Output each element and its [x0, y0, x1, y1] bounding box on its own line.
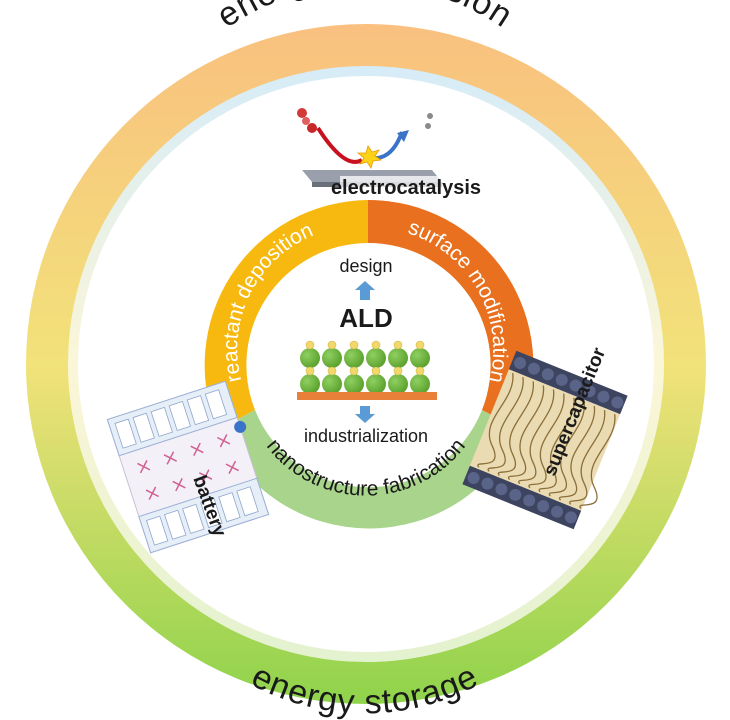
battery-ion-mark: [216, 434, 231, 448]
ald-sphere: [366, 348, 386, 368]
supercapacitor-fiber: [548, 401, 585, 497]
segment-reactant-deposition: [204, 200, 368, 430]
supercapacitor-bead: [611, 396, 624, 409]
supercapacitor-fibers: [477, 372, 616, 509]
segment-surface-modification: [368, 199, 534, 430]
ald-precursor-dot: [415, 366, 425, 376]
supercapacitor-fiber: [507, 385, 544, 481]
battery-cell: [145, 515, 169, 546]
spark-icon: [356, 145, 383, 169]
supercapacitor-bead: [541, 368, 554, 381]
supercapacitor-bead: [481, 477, 494, 490]
battery-cell: [182, 503, 205, 534]
ald-sphere: [410, 348, 430, 368]
battery-cell: [200, 498, 223, 529]
supercapacitor-bead: [527, 362, 540, 375]
supercapacitor-bead: [495, 483, 508, 496]
battery-ion-mark: [190, 442, 204, 456]
ald-sphere: [388, 348, 408, 368]
ald-sphere: [344, 348, 364, 368]
battery-ion-mark: [199, 469, 213, 483]
up-arrow-icon: [355, 281, 375, 300]
ald-sphere: [322, 348, 342, 368]
reaction-arrow-in-icon: [316, 126, 364, 164]
supercapacitor-bead: [564, 511, 577, 524]
battery-ion-mark: [225, 460, 239, 474]
ald-precursor-dot: [393, 340, 403, 350]
reactant-molecule-icon: [297, 108, 307, 118]
battery-cell: [186, 395, 210, 426]
battery-ion-marks: [137, 434, 239, 500]
supercapacitor-bead: [514, 357, 527, 370]
battery-cell-grid: [114, 389, 259, 546]
ald-precursor-dot: [393, 366, 403, 376]
supercapacitor-bead: [509, 488, 522, 501]
electrocatalysis-illustration: electrocatalysis: [297, 108, 481, 200]
center-panel: design ALD industrialization: [297, 256, 437, 446]
ald-precursor-dot: [349, 366, 359, 376]
ald-precursor-dot: [371, 340, 381, 350]
supercapacitor-illustration: [462, 350, 628, 530]
product-molecule-icon: [427, 113, 433, 119]
supercapacitor-bead: [523, 494, 536, 507]
battery-ion-mark: [137, 460, 151, 474]
supercapacitor-bead: [597, 390, 610, 403]
supercapacitor-electrode-beads: [467, 357, 624, 524]
supercapacitor-fiber: [569, 410, 606, 505]
ald-sphere: [300, 348, 320, 368]
design-caption: design: [339, 256, 392, 276]
battery-ion-mark: [172, 478, 186, 492]
battery-cell: [150, 406, 173, 437]
supercapacitor-bead: [555, 373, 568, 386]
battery-cell: [218, 492, 241, 523]
ald-layers-illustration: [300, 340, 430, 394]
substrate-bar: [297, 392, 437, 400]
battery-cell: [164, 509, 187, 540]
supercapacitor-fiber: [579, 414, 616, 509]
ald-sphere: [322, 374, 342, 394]
battery-terminal-icon: [234, 420, 247, 433]
down-arrow-icon: [355, 406, 375, 423]
battery-cell: [132, 412, 155, 443]
ald-sphere: [366, 374, 386, 394]
battery-cell: [114, 418, 137, 449]
ald-sphere: [344, 374, 364, 394]
supercapacitor-bead: [537, 500, 550, 513]
battery-ion-mark: [145, 486, 160, 500]
ald-precursor-dot: [305, 366, 315, 376]
segment-nanostructure-fabrication: [218, 410, 520, 529]
supercapacitor-fiber: [497, 381, 534, 476]
supercapacitor-fiber: [487, 377, 524, 472]
ald-precursor-dot: [305, 340, 315, 350]
supercapacitor-fiber: [477, 372, 514, 468]
ald-title: ALD: [339, 303, 392, 333]
battery-illustration: [106, 380, 270, 554]
ald-precursor-dot: [415, 340, 425, 350]
electrocatalysis-label: electrocatalysis: [331, 177, 481, 199]
ald-precursor-dot: [327, 366, 337, 376]
supercapacitor-fiber: [538, 397, 575, 493]
supercapacitor-bead: [569, 379, 582, 392]
ald-sphere: [410, 374, 430, 394]
ald-precursor-dot: [371, 366, 381, 376]
battery-cell: [236, 486, 259, 517]
industrialization-caption: industrialization: [304, 426, 428, 446]
ald-sphere: [300, 374, 320, 394]
supercapacitor-bead: [551, 505, 564, 518]
ald-precursor-dot: [327, 340, 337, 350]
inner-ring: [204, 199, 534, 529]
supercapacitor-fiber: [558, 405, 595, 501]
ald-precursor-dot: [349, 340, 359, 350]
battery-cell: [204, 389, 228, 420]
supercapacitor-fiber: [528, 393, 565, 489]
supercapacitor-bead: [467, 472, 480, 485]
battery-cell: [168, 400, 192, 432]
ald-sphere: [388, 374, 408, 394]
supercapacitor-fiber: [518, 389, 555, 485]
battery-ion-mark: [163, 451, 177, 465]
supercapacitor-bead: [583, 385, 596, 398]
